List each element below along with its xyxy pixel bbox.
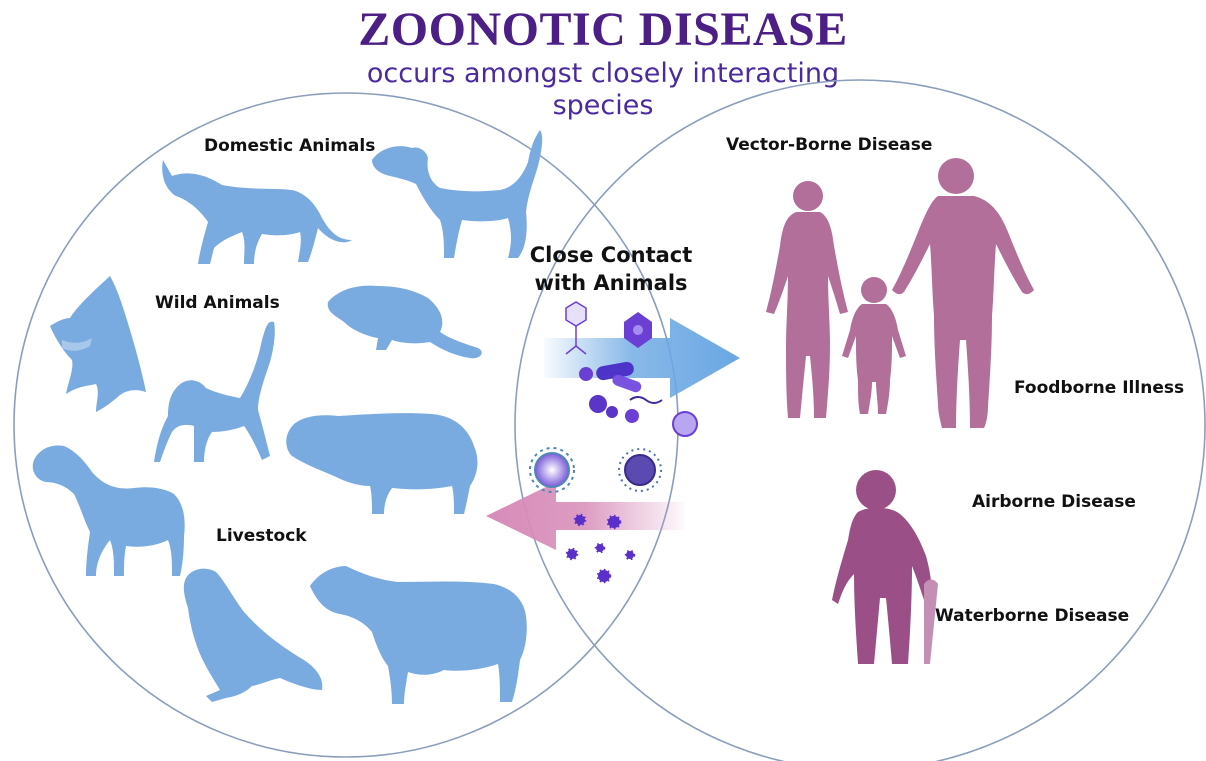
- rat-icon: [328, 286, 482, 359]
- virus-icon: [575, 515, 585, 525]
- label-airborne-disease: Airborne Disease: [972, 492, 1136, 512]
- cat-icon: [162, 160, 352, 264]
- label-close-contact-line1: Close Contact: [530, 243, 693, 267]
- woman-icon: [766, 181, 848, 418]
- pig-icon: [286, 413, 477, 514]
- pigeon-icon: [184, 569, 322, 702]
- label-close-contact-line2: with Animals: [534, 271, 687, 295]
- monkey-icon: [154, 322, 275, 462]
- label-waterborne-disease: Waterborne Disease: [935, 606, 1129, 626]
- label-wild-animals: Wild Animals: [155, 293, 280, 313]
- dog-icon: [372, 130, 542, 258]
- label-foodborne-illness: Foodborne Illness: [1014, 378, 1184, 398]
- man-icon: [892, 158, 1034, 428]
- horse-icon: [33, 446, 185, 576]
- virus-icon: [530, 448, 574, 492]
- label-livestock: Livestock: [216, 526, 307, 546]
- human-to-animal-arrow: [486, 482, 684, 550]
- virus-icon: [619, 449, 661, 491]
- cow-icon: [310, 566, 527, 704]
- virus-icon: [598, 570, 610, 582]
- label-domestic-animals: Domestic Animals: [204, 136, 375, 156]
- virus-icon: [626, 551, 634, 559]
- elderly-icon: [832, 470, 938, 664]
- bat-icon: [50, 276, 146, 412]
- virus-icon: [567, 549, 577, 559]
- child-icon: [842, 277, 906, 414]
- label-vector-borne-disease: Vector-Borne Disease: [726, 135, 932, 155]
- virus-icon: [608, 516, 620, 528]
- virus-icon: [596, 544, 604, 552]
- virus-icon: [673, 412, 697, 436]
